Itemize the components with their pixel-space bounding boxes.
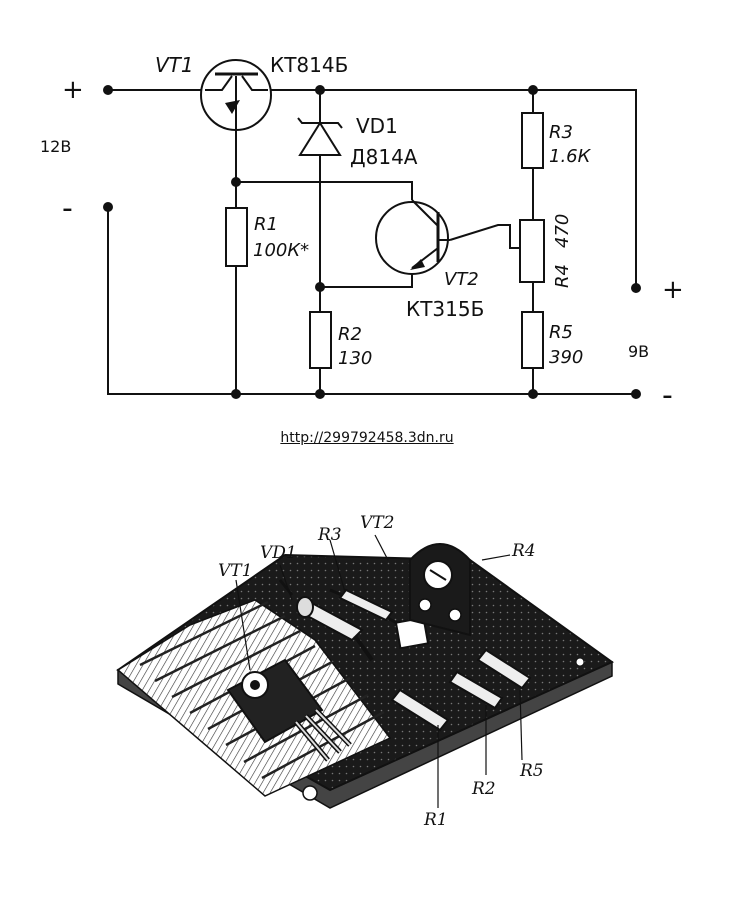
leader-lines [235, 534, 523, 808]
r5-ref-label: R5 [549, 322, 573, 343]
r5-resistor [521, 311, 544, 369]
r3-resistor [521, 112, 544, 169]
vt1-type-label: КТ814Б [270, 53, 348, 77]
vt1-transistor [200, 59, 272, 131]
output-voltage-label: 9В [628, 342, 649, 361]
r2-ref-label: R2 [338, 324, 362, 345]
board-vd1-label: VD1 [260, 543, 297, 563]
board-vt1-label: VT1 [218, 561, 252, 581]
input-minus-label: - [62, 191, 73, 226]
r3-ref-label: R3 [549, 122, 573, 143]
r2-value-label: 130 [338, 348, 372, 369]
board-r5-label: R5 [519, 761, 544, 781]
source-url-link[interactable]: http://299792458.3dn.ru [280, 430, 454, 446]
schematic-diagram: + 12В - VT1 КТ814Б VD1 Д814А R1 100К* R2… [40, 53, 684, 413]
r4-component [409, 543, 471, 637]
output-minus-label: - [662, 378, 673, 413]
junction-dots [103, 85, 641, 399]
vd1-zener-diode [297, 115, 343, 156]
r1-value-label: 100К* [253, 240, 309, 261]
board-r1-label: R1 [423, 810, 448, 830]
board-illustration: VT1 VD1 R3 VT2 R4 R1 R2 R5 [116, 513, 614, 830]
r4-potentiometer [519, 219, 545, 283]
r1-component [390, 688, 450, 732]
r1-resistor [225, 207, 248, 267]
r1-ref-label: R1 [254, 214, 278, 235]
input-plus-label: + [62, 75, 84, 105]
r2-resistor [309, 311, 332, 369]
vt2-transistor [375, 199, 450, 275]
r2-component [448, 670, 504, 710]
vt1-ref-label: VT1 [155, 53, 194, 77]
vt2-type-label: КТ315Б [406, 297, 484, 321]
r5-component [476, 648, 532, 690]
r5-value-label: 390 [549, 347, 583, 368]
board-vt2-label: VT2 [360, 513, 394, 533]
board-r2-label: R2 [471, 779, 496, 799]
board-r4-label: R4 [511, 541, 536, 561]
board-r3-label: R3 [317, 525, 342, 545]
vd1-ref-label: VD1 [356, 114, 398, 138]
input-voltage-label: 12В [40, 137, 71, 156]
output-plus-label: + [662, 275, 684, 305]
vt2-ref-label: VT2 [444, 269, 479, 290]
vt1-component [226, 658, 352, 762]
vd1-component [278, 579, 374, 662]
source-url: http://299792458.3dn.ru [0, 430, 734, 446]
r4-ref-label: R4 [552, 264, 573, 288]
vd1-type-label: Д814А [350, 145, 418, 169]
r4-value-label: 470 [552, 214, 573, 248]
r3-value-label: 1.6К [549, 146, 592, 167]
